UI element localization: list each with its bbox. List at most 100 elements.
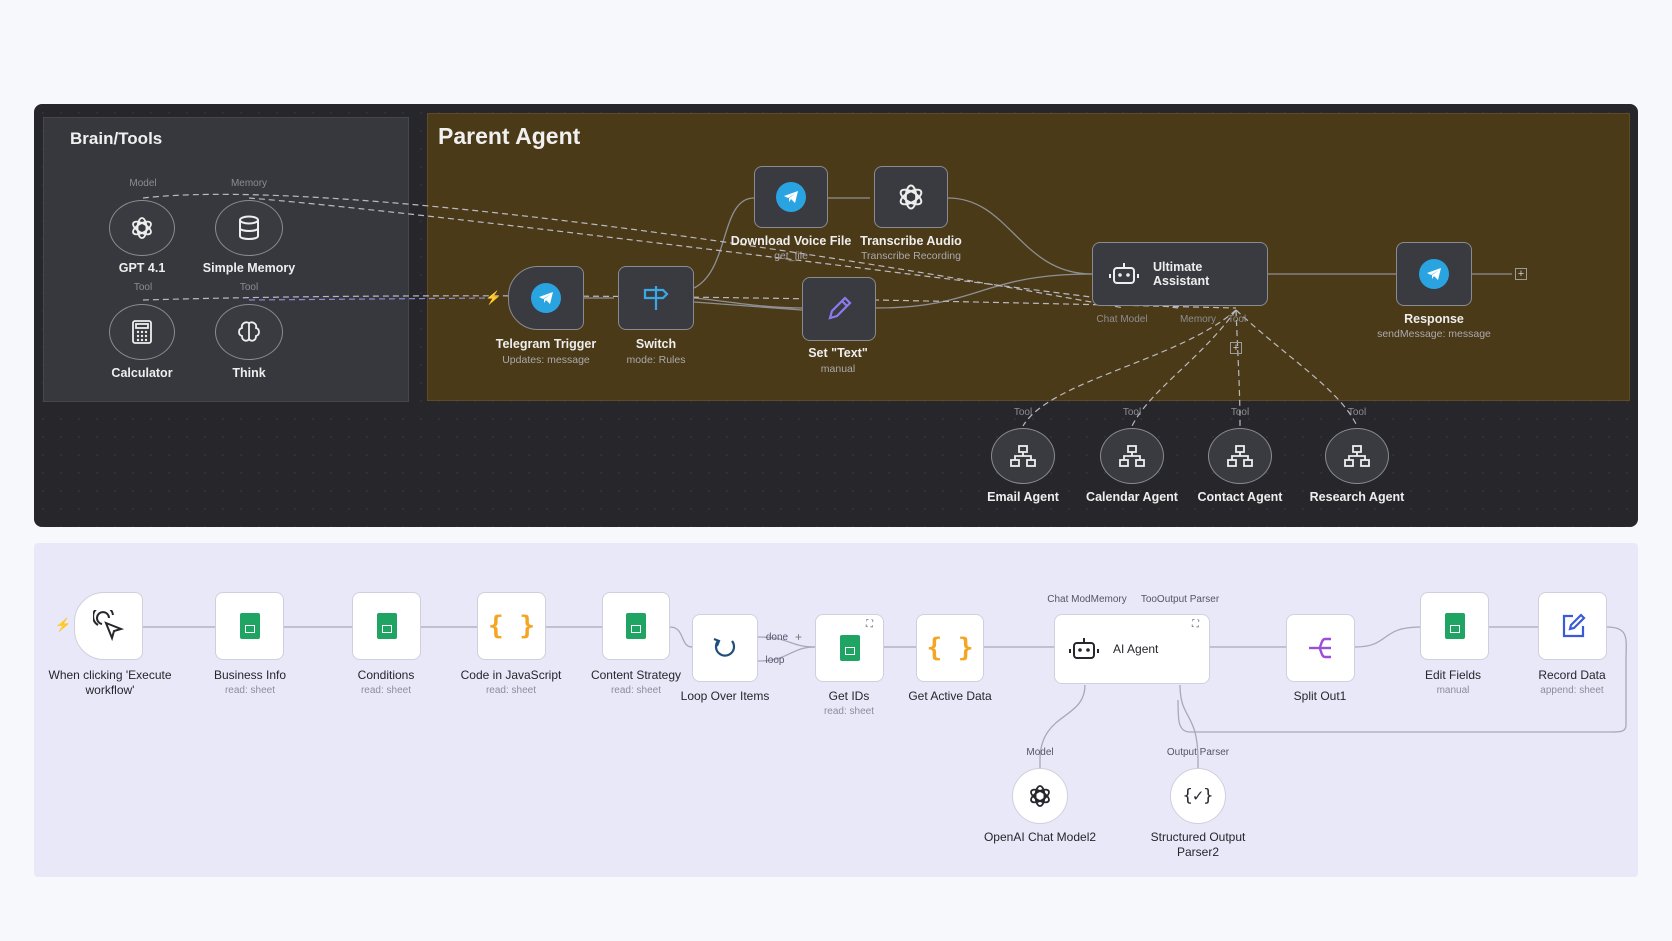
add-done-plus-icon[interactable]: + (795, 630, 803, 644)
telegram-icon (1419, 259, 1449, 289)
gpt-4-1-label: GPT 4.1 (118, 261, 166, 275)
light-workflow-canvas[interactable] (34, 543, 1638, 877)
ultimate-label-line1: Ultimate (1153, 260, 1203, 274)
download-voice-label: Download Voice File (730, 234, 852, 248)
structured-parser-label-line1: Structured Output (1150, 830, 1246, 844)
telegram-trigger-sub: Updates: message (502, 354, 590, 366)
split-out-node[interactable] (1286, 614, 1355, 682)
robot-icon (1109, 263, 1139, 284)
edit-fields-sub: manual (1436, 685, 1470, 696)
response-node[interactable] (1396, 242, 1472, 306)
response-sub: sendMessage: message (1377, 328, 1491, 340)
structured-output-parser-label: Structured Output Parser2 (1151, 830, 1246, 860)
ai-agent-port-left: Chat ModMemory (1047, 594, 1127, 605)
get-active-data-node[interactable]: { } (916, 614, 984, 682)
content-strategy-node[interactable] (602, 592, 670, 660)
switch-label: Switch (635, 337, 677, 351)
openai-icon (132, 217, 152, 239)
manual-trigger-label: When clicking 'Execute workflow' (48, 668, 171, 698)
robot-icon (1069, 638, 1099, 659)
code-javascript-node[interactable]: { } (477, 592, 546, 660)
wire-switch-download (693, 197, 755, 289)
download-voice-file-node[interactable] (754, 166, 828, 228)
google-sheets-icon (239, 613, 260, 639)
loop-done-port: done (765, 632, 789, 643)
think-node[interactable] (215, 304, 283, 360)
switch-node[interactable] (618, 266, 694, 330)
business-info-node[interactable] (215, 592, 284, 660)
wire-tool-email (1022, 309, 1237, 427)
memory-port-label: Memory (230, 178, 268, 189)
code-braces-icon: { } (926, 633, 974, 663)
wire-gpt-chatmodel (142, 193, 1125, 309)
conditions-sub: read: sheet (360, 685, 412, 696)
calculator-node[interactable] (109, 304, 175, 360)
split-icon (1308, 637, 1331, 659)
ai-agent-node[interactable]: AI Agent (1054, 614, 1210, 684)
expand-icon[interactable]: ⛶ (1192, 619, 1199, 630)
expand-icon[interactable]: ⛶ (866, 619, 873, 630)
wire-think-trigger (248, 297, 493, 301)
calendar-agent-node[interactable] (1100, 428, 1164, 484)
contact-agent-node[interactable] (1208, 428, 1272, 484)
split-out-label: Split Out1 (1293, 689, 1347, 703)
get-active-data-label: Get Active Data (908, 689, 992, 703)
loop-over-items-node[interactable] (692, 614, 758, 682)
brain-tools-sticky-note[interactable]: Brain/Tools (43, 117, 409, 402)
record-data-node[interactable] (1538, 592, 1607, 660)
structured-output-parser-node[interactable]: {✓} (1170, 768, 1226, 824)
wire-tool-calendar (1131, 309, 1237, 427)
email-agent-node[interactable] (991, 428, 1055, 484)
think-label: Think (232, 366, 266, 380)
calendar-agent-label: Calendar Agent (1086, 490, 1178, 504)
response-label: Response (1404, 312, 1464, 326)
ai-agent-label: AI Agent (1113, 642, 1159, 656)
manual-trigger-node[interactable] (74, 592, 143, 660)
calendar-agent-port: Tool (1122, 407, 1142, 418)
add-node-plus-icon[interactable]: + (1515, 268, 1527, 280)
set-text-node[interactable] (802, 277, 876, 341)
business-info-label: Business Info (213, 668, 287, 682)
output-parser-port: Output Parser (1166, 747, 1230, 758)
openai-icon (899, 184, 923, 210)
set-text-sub: manual (820, 363, 856, 375)
manual-trigger-label-line2: workflow' (85, 683, 135, 697)
cursor-click-icon (92, 610, 124, 642)
brain-icon (238, 321, 260, 342)
sitemap-icon (1344, 445, 1370, 467)
wire-switch-settext (693, 297, 803, 309)
openai-chat-model-node[interactable] (1012, 768, 1068, 824)
email-agent-port: Tool (1013, 407, 1033, 418)
content-strategy-sub: read: sheet (610, 685, 662, 696)
google-sheets-icon (1444, 613, 1465, 639)
simple-memory-node[interactable] (215, 200, 283, 256)
add-tool-plus-icon[interactable]: + (1230, 342, 1242, 354)
wire-settext-ultimate (875, 273, 1093, 309)
ultimate-assistant-node[interactable]: Ultimate Assistant (1092, 242, 1268, 306)
get-ids-node[interactable] (815, 614, 884, 682)
content-strategy-label: Content Strategy (590, 668, 682, 682)
calculator-label: Calculator (111, 366, 173, 380)
google-sheets-icon (626, 613, 646, 639)
loop-loop-port: loop (765, 655, 785, 666)
openai-chat-model-label: OpenAI Chat Model2 (983, 830, 1097, 844)
research-agent-node[interactable] (1325, 428, 1389, 484)
telegram-trigger-node[interactable] (508, 266, 584, 330)
email-agent-label: Email Agent (987, 490, 1059, 504)
gpt-model-port-label: Model (129, 178, 157, 189)
download-voice-sub: get_file (774, 250, 808, 262)
sitemap-icon (1010, 445, 1036, 467)
conditions-node[interactable] (352, 592, 421, 660)
transcribe-audio-node[interactable] (874, 166, 948, 228)
gpt-4-1-node[interactable] (109, 200, 175, 256)
code-javascript-sub: read: sheet (485, 685, 537, 696)
record-data-label: Record Data (1538, 668, 1606, 682)
database-icon (239, 215, 259, 240)
wire-transcribe-ultimate (947, 197, 1093, 275)
contact-agent-label: Contact Agent (1197, 490, 1283, 504)
simple-memory-label: Simple Memory (202, 261, 296, 275)
edit-fields-node[interactable] (1420, 592, 1489, 660)
set-text-label: Set "Text" (808, 346, 868, 360)
parent-agent-title: Parent Agent (438, 123, 581, 149)
